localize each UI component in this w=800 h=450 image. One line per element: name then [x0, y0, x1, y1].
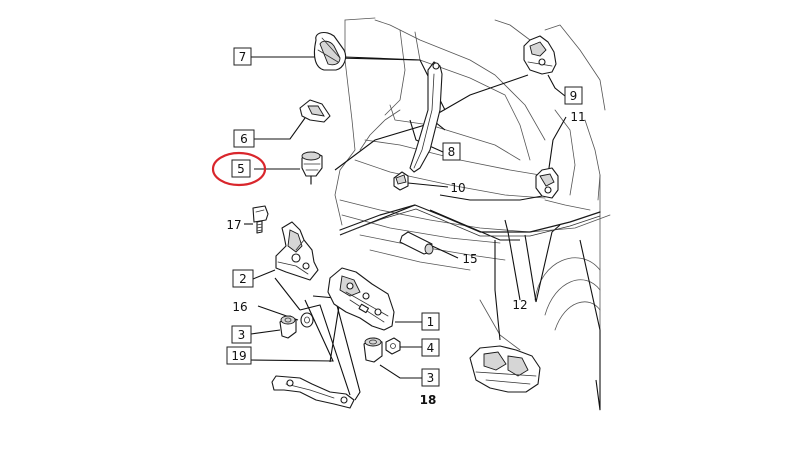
part-6-bracket: [299, 99, 331, 123]
part-4-nut: [385, 337, 401, 355]
label-9: 9: [564, 86, 583, 105]
svg-text:2: 2: [239, 272, 247, 286]
label-4: 4: [421, 338, 440, 357]
label-16: 16: [232, 300, 247, 314]
part-7-stopper: [313, 31, 347, 71]
part-16-washer: [300, 312, 314, 328]
svg-text:9: 9: [570, 89, 578, 103]
label-6: 6: [233, 129, 255, 148]
part-11-hinge: [535, 167, 559, 199]
svg-text:18: 18: [420, 393, 437, 407]
label-2: 2: [232, 269, 254, 288]
svg-text:16: 16: [232, 300, 247, 314]
svg-text:3: 3: [238, 328, 246, 342]
part-15-rod: [399, 231, 434, 255]
svg-text:1: 1: [427, 315, 435, 329]
label-3-right: 3: [421, 368, 440, 387]
part-8-gas-strut: [409, 61, 443, 173]
svg-text:3: 3: [427, 371, 435, 385]
part-3-bushing-right: [363, 337, 383, 363]
part-1-latch: [327, 267, 395, 331]
part-9-hinge: [523, 35, 557, 75]
label-5-highlighted: 5: [211, 151, 267, 187]
svg-text:19: 19: [231, 349, 246, 363]
label-10: 10: [450, 181, 465, 195]
svg-text:17: 17: [226, 218, 241, 232]
part-10-clip: [393, 171, 409, 191]
label-12: 12: [512, 298, 527, 312]
part-17-bolt: [252, 205, 269, 234]
part-12-seal: [339, 204, 601, 237]
part-3-bushing-left: [279, 315, 297, 339]
svg-text:15: 15: [462, 252, 477, 266]
label-19: 19: [226, 346, 252, 365]
label-15: 15: [462, 252, 477, 266]
part-19-lever: [271, 375, 355, 409]
part-5-buffer: [301, 151, 323, 185]
highlight-ring: [211, 151, 267, 187]
svg-text:12: 12: [512, 298, 527, 312]
label-18: 18: [420, 393, 437, 407]
label-8: 8: [442, 142, 461, 161]
part-2-hinge: [275, 221, 319, 281]
label-17: 17: [226, 218, 241, 232]
svg-text:10: 10: [450, 181, 465, 195]
svg-text:11: 11: [570, 110, 585, 124]
label-1: 1: [421, 312, 440, 331]
label-3-left: 3: [231, 325, 252, 344]
svg-text:5: 5: [237, 162, 245, 176]
label-11: 11: [570, 110, 585, 124]
tow-bracket: [469, 345, 541, 393]
svg-text:8: 8: [448, 145, 456, 159]
svg-text:6: 6: [240, 132, 248, 146]
svg-text:7: 7: [239, 50, 247, 64]
label-7: 7: [233, 47, 252, 66]
svg-text:4: 4: [427, 341, 435, 355]
